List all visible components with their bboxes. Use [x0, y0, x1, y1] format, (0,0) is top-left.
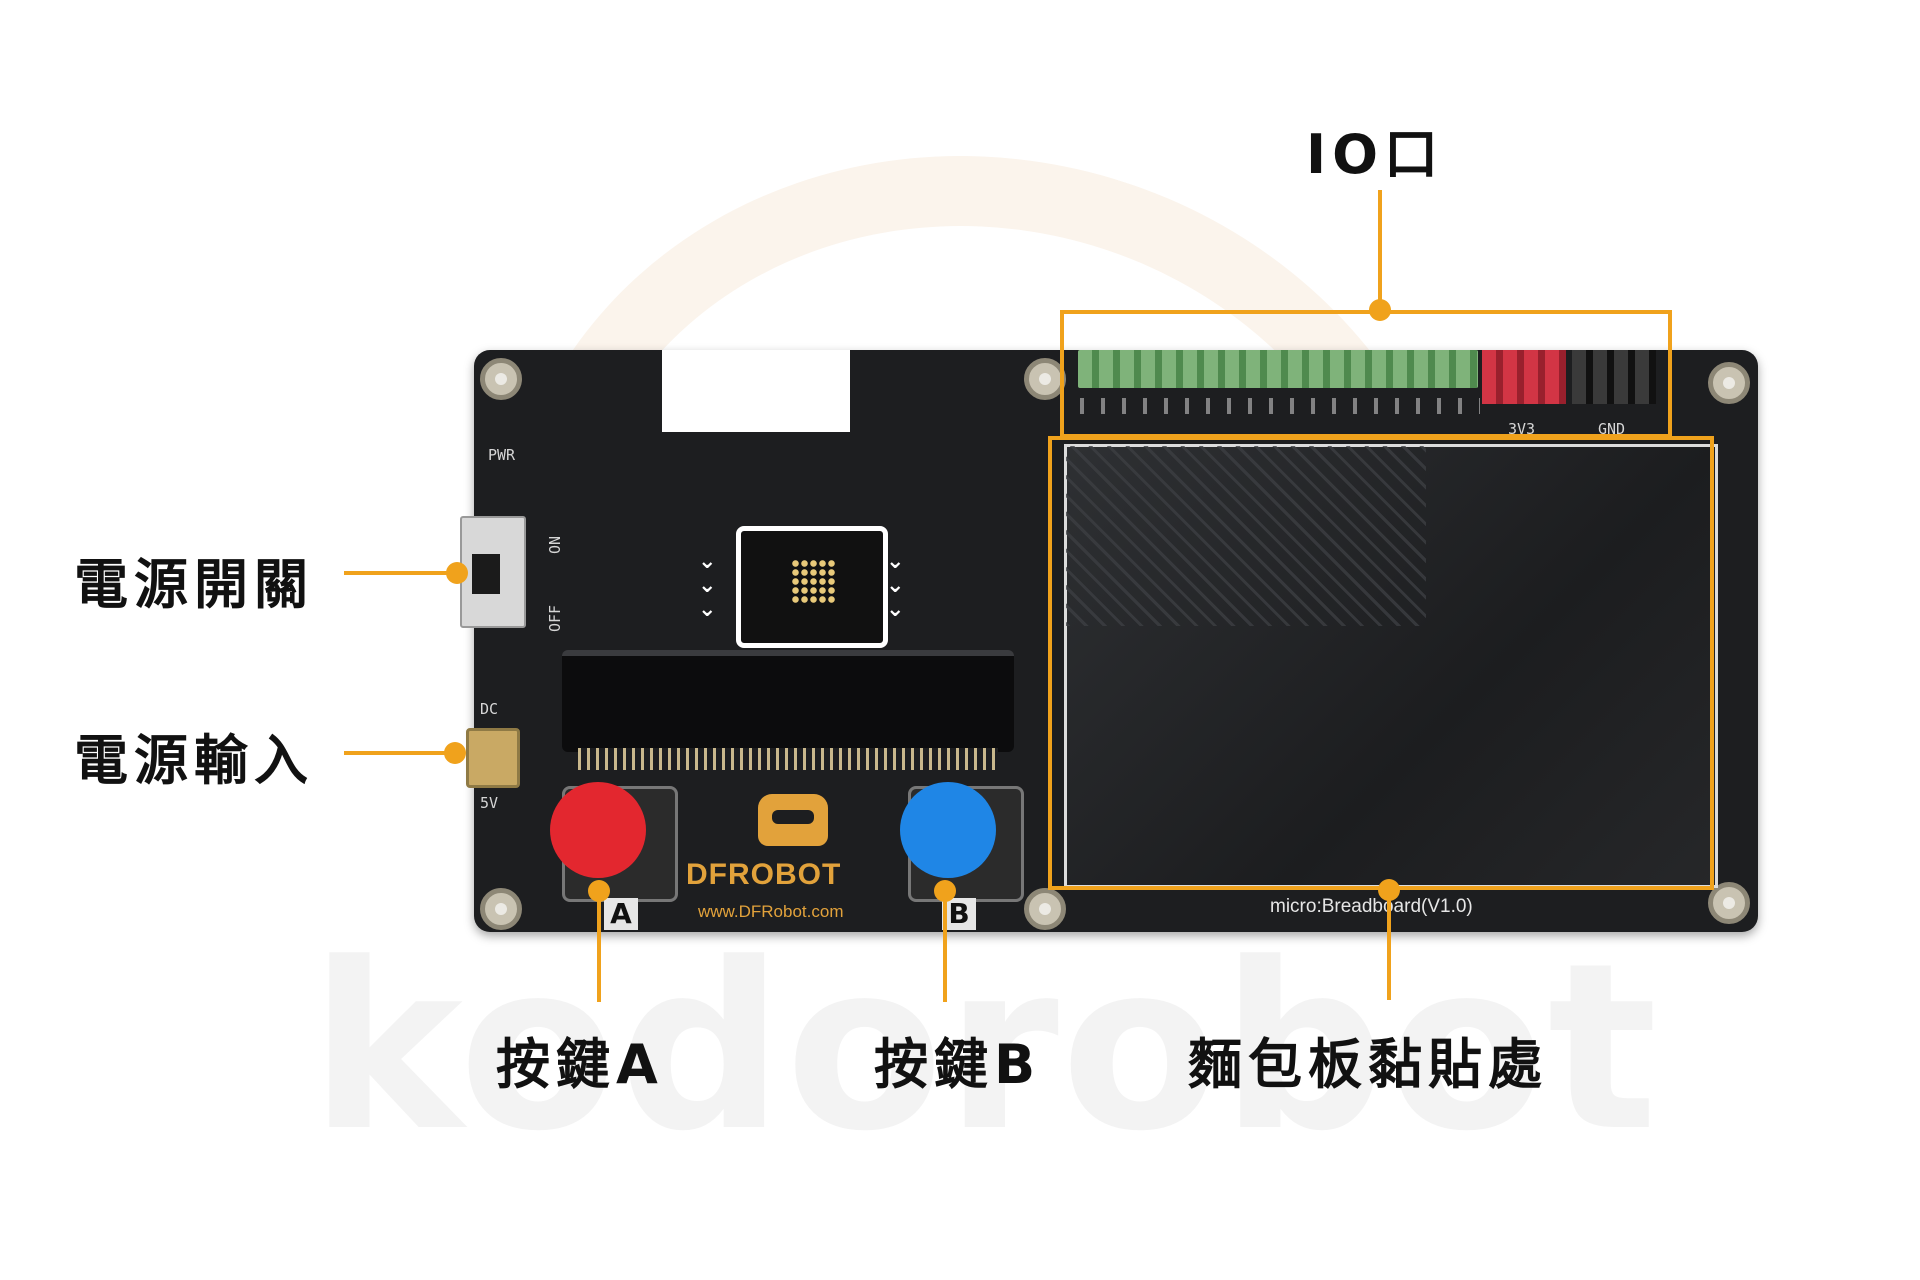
- leader-dot-button-b: [934, 880, 956, 902]
- silk-key-b: B: [942, 898, 976, 930]
- edge-connector-pins: [578, 748, 998, 770]
- io-header-3v3: [1482, 350, 1566, 404]
- micro-usb-port[interactable]: [466, 728, 520, 788]
- io-header-gnd: [1572, 350, 1656, 404]
- brand-text: DFROBOT: [686, 858, 842, 891]
- microbit-logo: [736, 526, 888, 648]
- power-switch[interactable]: [460, 516, 526, 628]
- leader-line-breadboard: [1387, 890, 1391, 1000]
- chevron-icon: ⌄⌄⌄: [886, 549, 905, 622]
- silk-on: ON: [546, 535, 564, 554]
- button-a-cap[interactable]: [550, 782, 646, 878]
- label-breadboard-area: 麵包板黏貼處: [1188, 1033, 1548, 1096]
- chevron-icon: ⌄⌄⌄: [698, 549, 717, 622]
- switch-knob[interactable]: [472, 554, 500, 594]
- silk-dc: DC: [480, 700, 499, 718]
- pcb-traces: [1066, 446, 1426, 626]
- leader-line-power-switch: [344, 571, 452, 575]
- mounting-hole: [1024, 888, 1066, 930]
- mounting-hole: [1708, 362, 1750, 404]
- leader-dot-button-a: [588, 880, 610, 902]
- leader-line-button-a: [597, 900, 601, 1002]
- led-matrix-icon: [791, 559, 837, 605]
- highlight-box-io: [1060, 310, 1672, 438]
- label-io-port: IO口: [1306, 123, 1444, 186]
- mounting-hole: [480, 358, 522, 400]
- silk-gnd: GND: [1598, 420, 1626, 438]
- io-pin-labels: [1080, 398, 1480, 414]
- board-name: micro:Breadboard(V1.0): [1270, 896, 1473, 917]
- leader-line-io: [1378, 190, 1382, 308]
- silk-off: OFF: [546, 604, 564, 632]
- brand-url: www.DFRobot.com: [698, 902, 844, 921]
- highlight-box-breadboard: [1048, 436, 1714, 890]
- mounting-hole: [1024, 358, 1066, 400]
- leader-line-button-b: [943, 900, 947, 1002]
- label-power-switch: 電源開關: [74, 553, 314, 616]
- edge-connector-slot: [562, 650, 1014, 752]
- silk-pwr: PWR: [488, 446, 516, 464]
- mounting-hole: [1708, 882, 1750, 924]
- leader-line-power-input: [344, 751, 450, 755]
- label-power-input: 電源輸入: [74, 729, 314, 792]
- label-button-a: 按鍵A: [496, 1033, 664, 1096]
- leader-dot-power-input: [444, 742, 466, 764]
- silk-3v3: 3V3: [1508, 420, 1536, 438]
- silk-key-a: A: [604, 898, 638, 930]
- leader-dot-power-switch: [446, 562, 468, 584]
- io-header-green: [1078, 350, 1478, 388]
- dfrobot-logo-icon: [758, 794, 828, 846]
- button-b-cap[interactable]: [900, 782, 996, 878]
- silk-5v: 5V: [480, 794, 499, 812]
- label-button-b: 按鍵B: [874, 1033, 1042, 1096]
- board-notch: [662, 350, 850, 432]
- watermark-text: kodorobot: [310, 915, 1660, 1182]
- microbit-breadboard-pcb: 3V3 GND ⌄⌄⌄ ⌄⌄⌄ PWR ON OFF DC 5V A B DFR…: [460, 350, 1758, 932]
- mounting-hole: [480, 888, 522, 930]
